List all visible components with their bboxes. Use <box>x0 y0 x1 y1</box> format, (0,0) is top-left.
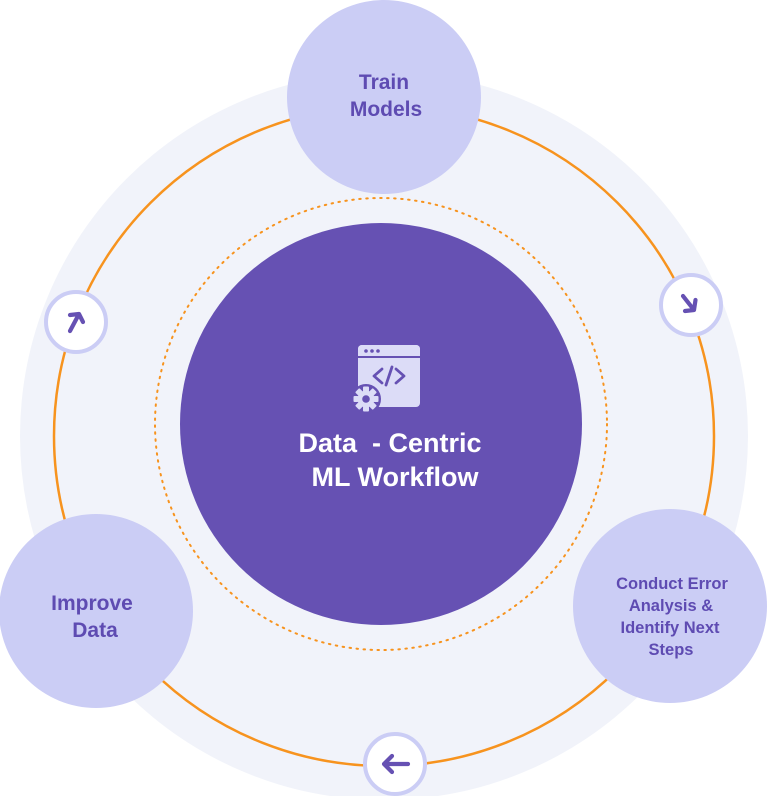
node-train-models[interactable]: Train Models <box>287 0 481 194</box>
node-analysis-label-3: Identify Next <box>620 619 720 637</box>
center-circle <box>180 223 582 625</box>
dotted-ring <box>154 197 608 651</box>
arrow-up-right-icon <box>44 290 108 354</box>
node-analysis-label-2: Analysis & <box>629 597 713 615</box>
node-improve-label-1: Improve <box>51 592 133 615</box>
node-train-label-2: Models <box>350 98 422 121</box>
node-analysis-label-1: Conduct Error <box>616 575 728 593</box>
center-title-line-1: Data - Centric <box>298 428 481 458</box>
arrow-left-icon <box>363 732 427 796</box>
node-analysis-label-4: Steps <box>649 641 694 659</box>
arrow-down-right-icon <box>659 273 723 337</box>
node-improve-label-2: Data <box>72 619 118 642</box>
node-train-label-1: Train <box>359 71 409 94</box>
center-title-line-2: ML Workflow <box>312 462 480 492</box>
node-improve-data[interactable]: Improve Data <box>0 514 193 708</box>
code-window-gear-icon <box>351 345 420 414</box>
node-error-analysis[interactable]: Conduct Error Analysis & Identify Next S… <box>573 509 767 703</box>
